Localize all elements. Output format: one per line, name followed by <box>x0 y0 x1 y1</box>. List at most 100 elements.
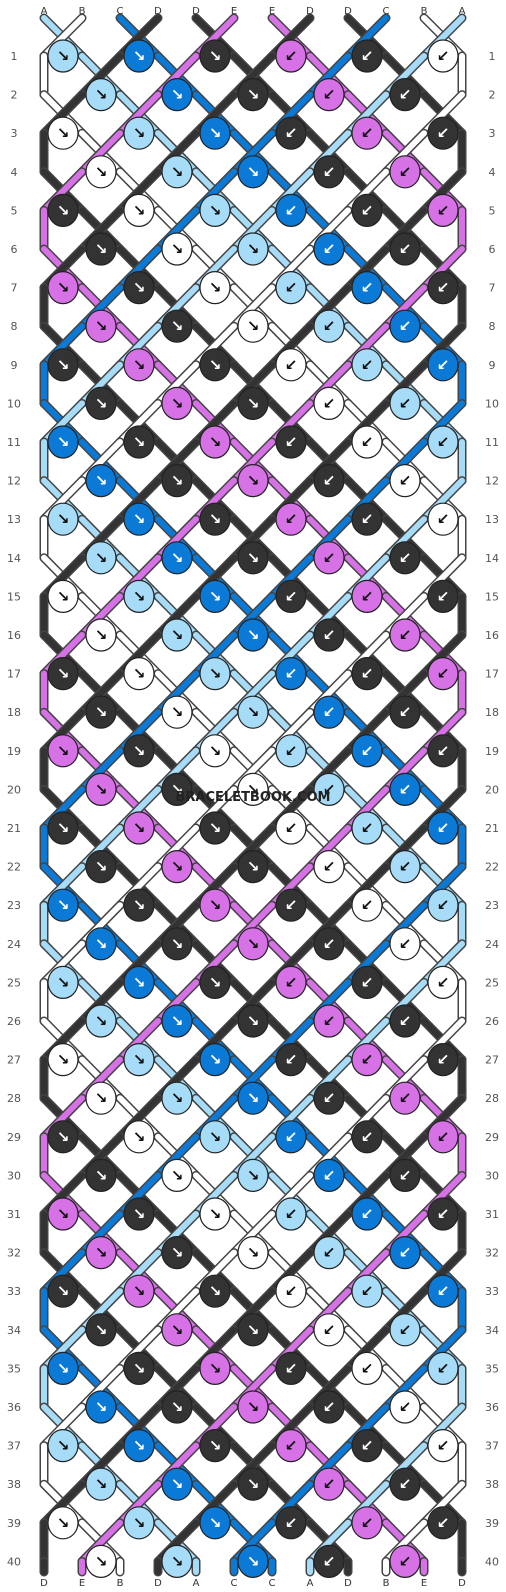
row-number-left: 16 <box>7 629 21 642</box>
row-number-right: 32 <box>485 1247 499 1260</box>
knot <box>275 1351 307 1386</box>
row-number-right: 36 <box>485 1401 499 1414</box>
knot <box>389 927 421 961</box>
knot-arrow-icon: ↘ <box>57 587 70 605</box>
knot-arrow-icon: ↘ <box>133 1514 146 1532</box>
knot <box>123 656 155 691</box>
knot-arrow-icon: ↘ <box>133 1051 146 1069</box>
knot <box>389 695 421 729</box>
knot <box>85 772 117 807</box>
row-number-right: 7 <box>489 282 496 295</box>
knot-arrow-icon: ↘ <box>133 896 146 914</box>
row-number-right: 20 <box>485 783 499 796</box>
knot-arrow-icon: ↙ <box>323 163 336 181</box>
knot <box>161 232 193 266</box>
knot <box>427 1042 459 1077</box>
row-number-right: 27 <box>485 1054 499 1067</box>
knot <box>47 1120 79 1154</box>
knot-arrow-icon: ↙ <box>437 1359 450 1377</box>
knot-arrow-icon: ↙ <box>399 626 412 644</box>
knot <box>351 1506 383 1540</box>
knot-arrow-icon: ↙ <box>437 356 450 374</box>
row-number-left: 37 <box>7 1440 21 1453</box>
knot-arrow-icon: ↘ <box>247 86 260 104</box>
knot-arrow-icon: ↘ <box>209 279 222 297</box>
knot-arrow-icon: ↙ <box>285 1514 298 1532</box>
knot-arrow-icon: ↘ <box>171 703 184 721</box>
knot-arrow-icon: ↙ <box>399 240 412 258</box>
knot-arrow-icon: ↙ <box>399 1089 412 1107</box>
knot-arrow-icon: ↘ <box>247 935 260 953</box>
knot-arrow-icon: ↙ <box>437 1128 450 1146</box>
row-number-left: 29 <box>7 1131 21 1144</box>
knot-arrow-icon: ↘ <box>133 587 146 605</box>
strand-label-bottom: B <box>383 1578 390 1589</box>
knot-arrow-icon: ↙ <box>399 1244 412 1262</box>
knot-arrow-icon: ↘ <box>171 1089 184 1107</box>
knot <box>351 965 383 1000</box>
knot-arrow-icon: ↙ <box>361 1051 374 1069</box>
knot <box>199 888 231 922</box>
knot <box>85 1467 117 1501</box>
knot <box>47 734 79 768</box>
strand-label-bottom: C <box>231 1578 238 1589</box>
knot <box>85 1158 117 1193</box>
knot <box>389 1390 421 1424</box>
knot <box>237 541 269 575</box>
row-number-right: 30 <box>485 1169 499 1182</box>
knot <box>85 1081 117 1115</box>
knot <box>275 888 307 922</box>
knot <box>199 811 231 845</box>
knot-arrow-icon: ↙ <box>285 1437 298 1455</box>
row-number-left: 18 <box>7 706 21 719</box>
knot <box>389 1081 421 1115</box>
knot <box>161 464 193 498</box>
knot-arrow-icon: ↘ <box>95 1398 108 1416</box>
row-number-right: 1 <box>489 50 496 63</box>
knot-arrow-icon: ↘ <box>133 1282 146 1300</box>
knot <box>199 1351 231 1386</box>
knot <box>351 1274 383 1308</box>
knot <box>427 193 459 227</box>
strand-label-top: D <box>344 6 352 17</box>
knot-arrow-icon: ↙ <box>285 665 298 683</box>
knot-arrow-icon: ↘ <box>247 1475 260 1493</box>
knot-arrow-icon: ↙ <box>285 510 298 528</box>
knot-arrow-icon: ↙ <box>361 433 374 451</box>
knot <box>313 1158 345 1193</box>
knot <box>199 1197 231 1231</box>
knot-arrow-icon: ↙ <box>361 973 374 991</box>
knot-arrow-icon: ↘ <box>57 201 70 219</box>
knot <box>427 1428 459 1463</box>
row-number-left: 32 <box>7 1247 21 1260</box>
knot-arrow-icon: ↙ <box>361 1205 374 1223</box>
knot-arrow-icon: ↘ <box>171 1166 184 1184</box>
knot-arrow-icon: ↘ <box>95 1012 108 1030</box>
knot <box>123 1274 155 1308</box>
knot <box>389 386 421 420</box>
knot-arrow-icon: ↘ <box>57 1437 70 1455</box>
row-number-right: 37 <box>485 1440 499 1453</box>
knot-arrow-icon: ↙ <box>399 163 412 181</box>
knot <box>161 309 193 343</box>
knot-arrow-icon: ↘ <box>209 1051 222 1069</box>
knot <box>47 39 79 73</box>
knot <box>313 849 345 884</box>
knot <box>427 965 459 1000</box>
knot-arrow-icon: ↘ <box>171 1398 184 1416</box>
knot <box>275 116 307 150</box>
knot <box>123 1042 155 1077</box>
knot <box>313 1313 345 1347</box>
knot-arrow-icon: ↙ <box>323 86 336 104</box>
knot-arrow-icon: ↙ <box>399 1398 412 1416</box>
knot <box>427 39 459 73</box>
knot <box>427 579 459 614</box>
knot <box>161 772 193 807</box>
knot-arrow-icon: ↙ <box>285 587 298 605</box>
knot <box>123 348 155 382</box>
row-number-right: 26 <box>485 1015 499 1028</box>
knot-arrow-icon: ↘ <box>171 394 184 412</box>
knot-arrow-icon: ↘ <box>209 510 222 528</box>
knot-arrow-icon: ↘ <box>95 240 108 258</box>
knot <box>123 1428 155 1463</box>
